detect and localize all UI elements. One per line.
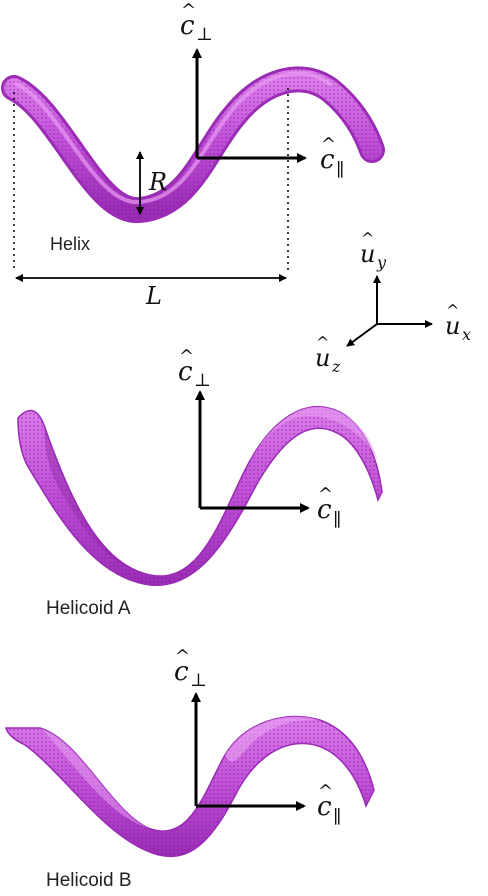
c-perp-label: ^ c ⊥ [174,646,207,691]
svg-text:c: c [320,145,335,175]
helicoid-b-ribbon [5,715,375,858]
svg-text:c: c [317,495,332,525]
svg-text:c: c [174,657,189,687]
helicoid-b-title: Helicoid B [46,870,132,891]
svg-text:u: u [315,344,330,372]
svg-text:u: u [360,240,375,268]
svg-text:∥: ∥ [333,807,341,828]
svg-text:^: ^ [318,484,333,505]
svg-text:^: ^ [318,781,333,802]
svg-text:c: c [178,357,193,387]
helix-title: Helix [50,234,90,254]
svg-text:⊥: ⊥ [194,370,211,391]
svg-text:^: ^ [181,0,196,21]
svg-text:c: c [180,11,195,41]
uy-label: ^ u y [360,229,387,272]
c-par-label: ^ c ∥ [317,781,341,828]
helicoid-b-panel: ^ c ⊥ ^ c ∥ Helicoid B [5,646,375,891]
svg-text:^: ^ [446,301,459,320]
svg-text:x: x [462,325,471,344]
c-par-label: ^ c ∥ [317,484,341,531]
svg-text:∥: ∥ [333,510,341,531]
c-perp-label: ^ c ⊥ [178,346,211,391]
uz-label: ^ u z [315,333,341,376]
svg-text:c: c [317,792,332,822]
coordinate-frame: ^ u y ^ u x ^ u z [315,229,471,376]
c-perp-label: ^ c ⊥ [180,0,213,45]
uz-axis [346,323,378,347]
svg-text:u: u [445,312,460,340]
helicoid-a-title: Helicoid A [46,598,131,619]
svg-text:^: ^ [175,646,190,667]
svg-text:^: ^ [361,229,374,248]
svg-text:y: y [376,253,387,272]
c-par-label: ^ c ∥ [320,134,344,181]
ux-label: ^ u x [445,301,471,344]
helix-ribbon [1,66,385,223]
radius-label: R [148,168,167,196]
svg-text:⊥: ⊥ [196,24,213,45]
helicoid-a-panel: ^ c ⊥ ^ c ∥ Helicoid A [17,346,383,619]
svg-text:^: ^ [321,134,336,155]
svg-text:^: ^ [316,333,329,352]
helicoid-a-ribbon [17,406,383,586]
svg-text:^: ^ [179,346,194,367]
length-label: L [145,282,162,310]
helix-panel: L R Helix ^ c ⊥ ^ c ∥ [1,0,385,310]
svg-text:⊥: ⊥ [190,670,207,691]
svg-text:∥: ∥ [336,160,344,181]
svg-text:z: z [331,357,341,376]
